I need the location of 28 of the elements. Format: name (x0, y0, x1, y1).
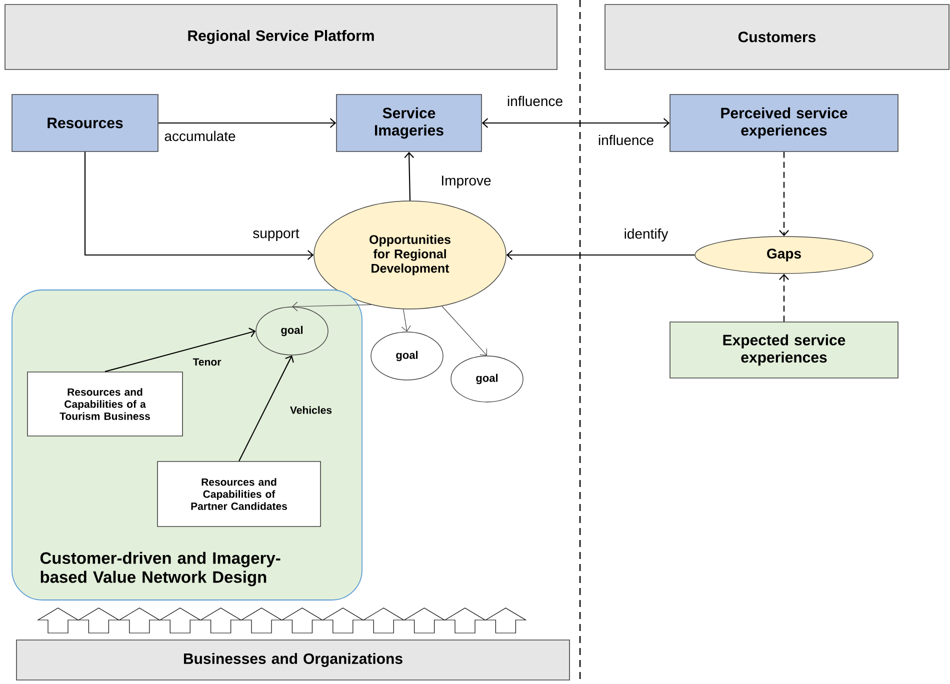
capability-box: Resources and Capabilities of Partner Candidates (157, 461, 321, 527)
arrow (238, 355, 294, 462)
edge-label: accumulate (164, 130, 236, 142)
footer-band: Businesses and Organizations (16, 640, 570, 680)
edge-label: influence (508, 96, 562, 106)
header-band: Regional Service Platform (4, 4, 558, 70)
edge-label: identify (624, 228, 668, 242)
arrow (84, 152, 314, 260)
capability-box: Resources and Capabilities of a Tourism Business (27, 372, 183, 436)
arrow (506, 250, 695, 260)
process-box: Service Imageries (336, 94, 482, 152)
header-band: Customers (604, 4, 950, 70)
arrow (482, 118, 670, 128)
process-box: Perceived service experiences (670, 94, 898, 152)
process-box: Expected service experiences (670, 322, 898, 378)
arrow (442, 306, 487, 356)
edge-label: Vehicles (290, 406, 332, 414)
edge-label: Tenor (192, 358, 222, 366)
edge-label: support (253, 229, 300, 241)
arrow (104, 328, 256, 372)
text-label: influence (598, 134, 654, 146)
arrow (158, 118, 336, 128)
process-box: Resources (12, 94, 158, 152)
edge-label: Improve (442, 176, 491, 188)
arrow (779, 274, 789, 322)
arrow (404, 152, 414, 201)
arrow (779, 152, 789, 236)
arrow (401, 308, 411, 332)
